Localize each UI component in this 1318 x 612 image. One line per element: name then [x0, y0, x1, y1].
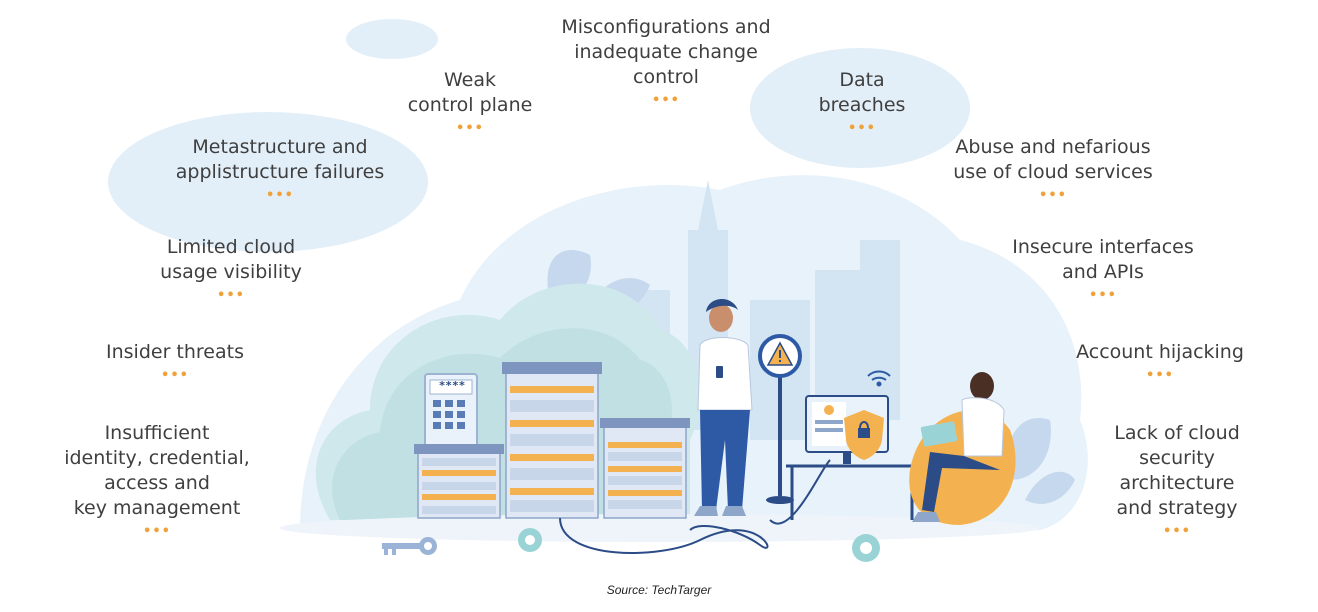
server-stack-right [600, 418, 690, 519]
label-line: breaches [818, 94, 906, 116]
label-line: access and [104, 472, 210, 494]
label-line: Account hijacking [1076, 341, 1244, 363]
keypad-panel [424, 373, 478, 449]
label-line: and APIs [1062, 261, 1144, 283]
label-insufficient-identity: Insufficient identity, credential, acces… [64, 421, 250, 539]
bullet-dots: ••• [456, 121, 484, 136]
server-stack-left [414, 444, 504, 519]
label-line: Data [839, 69, 885, 91]
warning-sign-icon [758, 334, 802, 504]
shield-icon [844, 410, 884, 460]
bullet-dots: ••• [1163, 524, 1191, 539]
label-line: control plane [407, 94, 533, 116]
label-line: Lack of cloud [1114, 422, 1240, 444]
wifi-icon [867, 370, 891, 387]
label-line: Insufficient [104, 422, 210, 444]
bg-blob-small [346, 19, 438, 59]
label-line: Misconfigurations and [561, 16, 771, 38]
label-line: Insider threats [106, 341, 244, 363]
leaves-right [1007, 418, 1075, 504]
label-data-breaches: Data breaches ••• [819, 68, 906, 136]
person-sitting [909, 372, 1016, 525]
label-line: and strategy [1116, 497, 1238, 519]
bullet-dots: ••• [143, 524, 171, 539]
password-display: **** [438, 379, 466, 392]
label-misconfigurations: Misconfigurations and inadequate change … [561, 15, 770, 108]
label-line: Limited cloud [166, 236, 296, 258]
key-icon [382, 537, 437, 555]
label-line: use of cloud services [953, 161, 1153, 183]
label-line: identity, credential, [64, 447, 250, 469]
bg-blob-right [750, 48, 970, 168]
label-line: Metastructure and [192, 136, 368, 158]
gear-icon-left [518, 528, 542, 552]
label-abuse: Abuse and nefarious use of cloud service… [953, 135, 1152, 203]
source-caption: Source: TechTarger [606, 583, 712, 597]
server-stack-center [502, 362, 602, 519]
label-lack-architecture: Lack of cloud security architecture and … [1114, 421, 1240, 539]
label-insecure-interfaces: Insecure interfaces and APIs ••• [1012, 235, 1193, 303]
gear-icon-right [852, 534, 880, 562]
network-cable [559, 517, 769, 554]
label-account-hijacking: Account hijacking ••• [1076, 340, 1244, 383]
ground [280, 514, 1040, 542]
label-line: control [633, 66, 699, 88]
label-line: inadequate change [574, 41, 758, 63]
bullet-dots: ••• [848, 121, 876, 136]
bullet-dots: ••• [217, 288, 245, 303]
label-line: applistructure failures [175, 161, 385, 183]
bullet-dots: ••• [161, 368, 189, 383]
bullet-dots: ••• [1039, 188, 1067, 203]
label-line: security [1139, 447, 1215, 469]
bullet-dots: ••• [266, 188, 294, 203]
bullet-dots: ••• [1089, 288, 1117, 303]
label-line: architecture [1119, 472, 1235, 494]
label-limited-visibility: Limited cloud usage visibility ••• [160, 235, 302, 303]
bullet-dots: ••• [652, 93, 680, 108]
label-insider-threats: Insider threats ••• [106, 340, 244, 383]
person-standing [694, 298, 753, 516]
label-line: Abuse and nefarious [955, 136, 1151, 158]
label-line: Insecure interfaces [1012, 236, 1194, 258]
label-metastructure: Metastructure and applistructure failure… [176, 135, 385, 203]
label-weak-control-plane: Weak control plane ••• [408, 68, 533, 136]
label-line: usage visibility [160, 261, 302, 283]
label-line: key management [73, 497, 241, 519]
label-line: Weak [443, 69, 496, 91]
bullet-dots: ••• [1146, 368, 1174, 383]
bg-blob-left [108, 112, 428, 252]
